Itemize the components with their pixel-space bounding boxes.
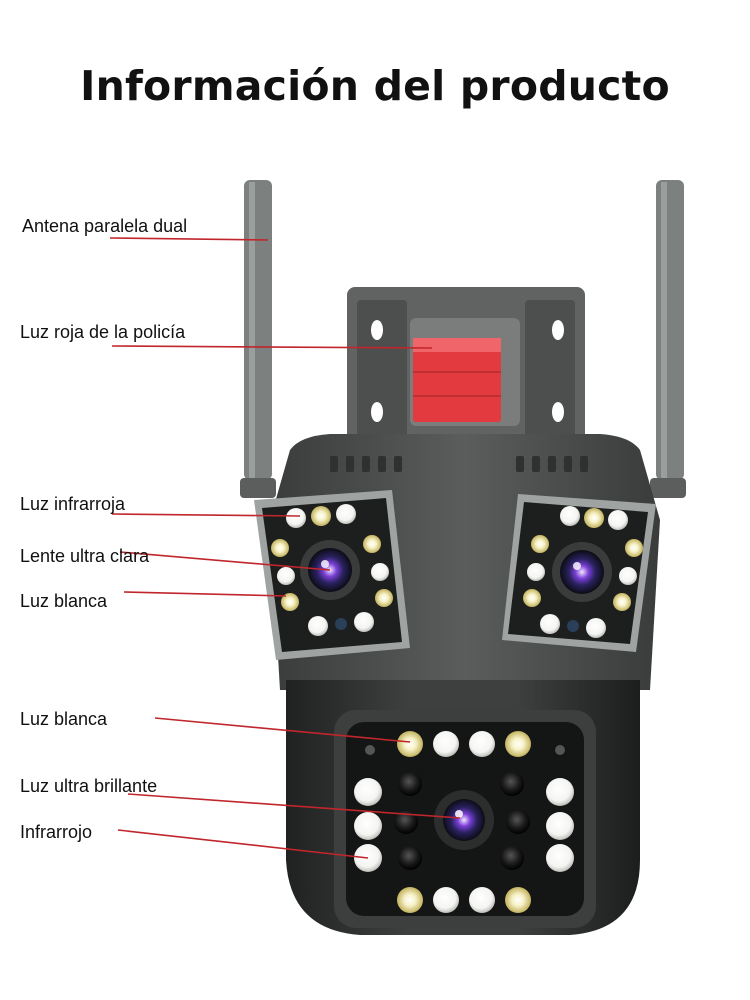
label-police-light: Luz roja de la policía xyxy=(20,322,186,342)
pointer-infrared-light xyxy=(111,513,301,517)
pointer-infrared xyxy=(117,829,369,859)
pointer-white-light-top xyxy=(123,591,287,597)
label-ultra-bright-light: Luz ultra brillante xyxy=(20,776,158,796)
pointer-white-light-bottom xyxy=(154,717,411,743)
pointer-lines xyxy=(109,237,461,859)
pointer-lens xyxy=(119,551,331,571)
vent-grille xyxy=(330,456,588,472)
antenna-left xyxy=(240,180,276,498)
label-ultra-clear-lens: Lente ultra clara xyxy=(20,546,150,566)
label-antenna: Antena paralela dual xyxy=(22,216,188,236)
label-infrared-light: Luz infrarroja xyxy=(20,494,126,514)
antenna-right xyxy=(650,180,686,498)
pointer-police-light xyxy=(111,345,433,349)
page-title: Información del producto xyxy=(80,62,670,110)
pointer-antenna xyxy=(109,237,269,241)
right-camera-module xyxy=(502,494,656,652)
label-white-light-bottom: Luz blanca xyxy=(20,709,108,729)
label-white-light-top: Luz blanca xyxy=(20,591,108,611)
label-infrared: Infrarrojo xyxy=(20,822,93,842)
pointer-ultra-bright xyxy=(127,793,461,819)
ptz-camera-module xyxy=(334,710,596,928)
police-light xyxy=(410,318,520,426)
